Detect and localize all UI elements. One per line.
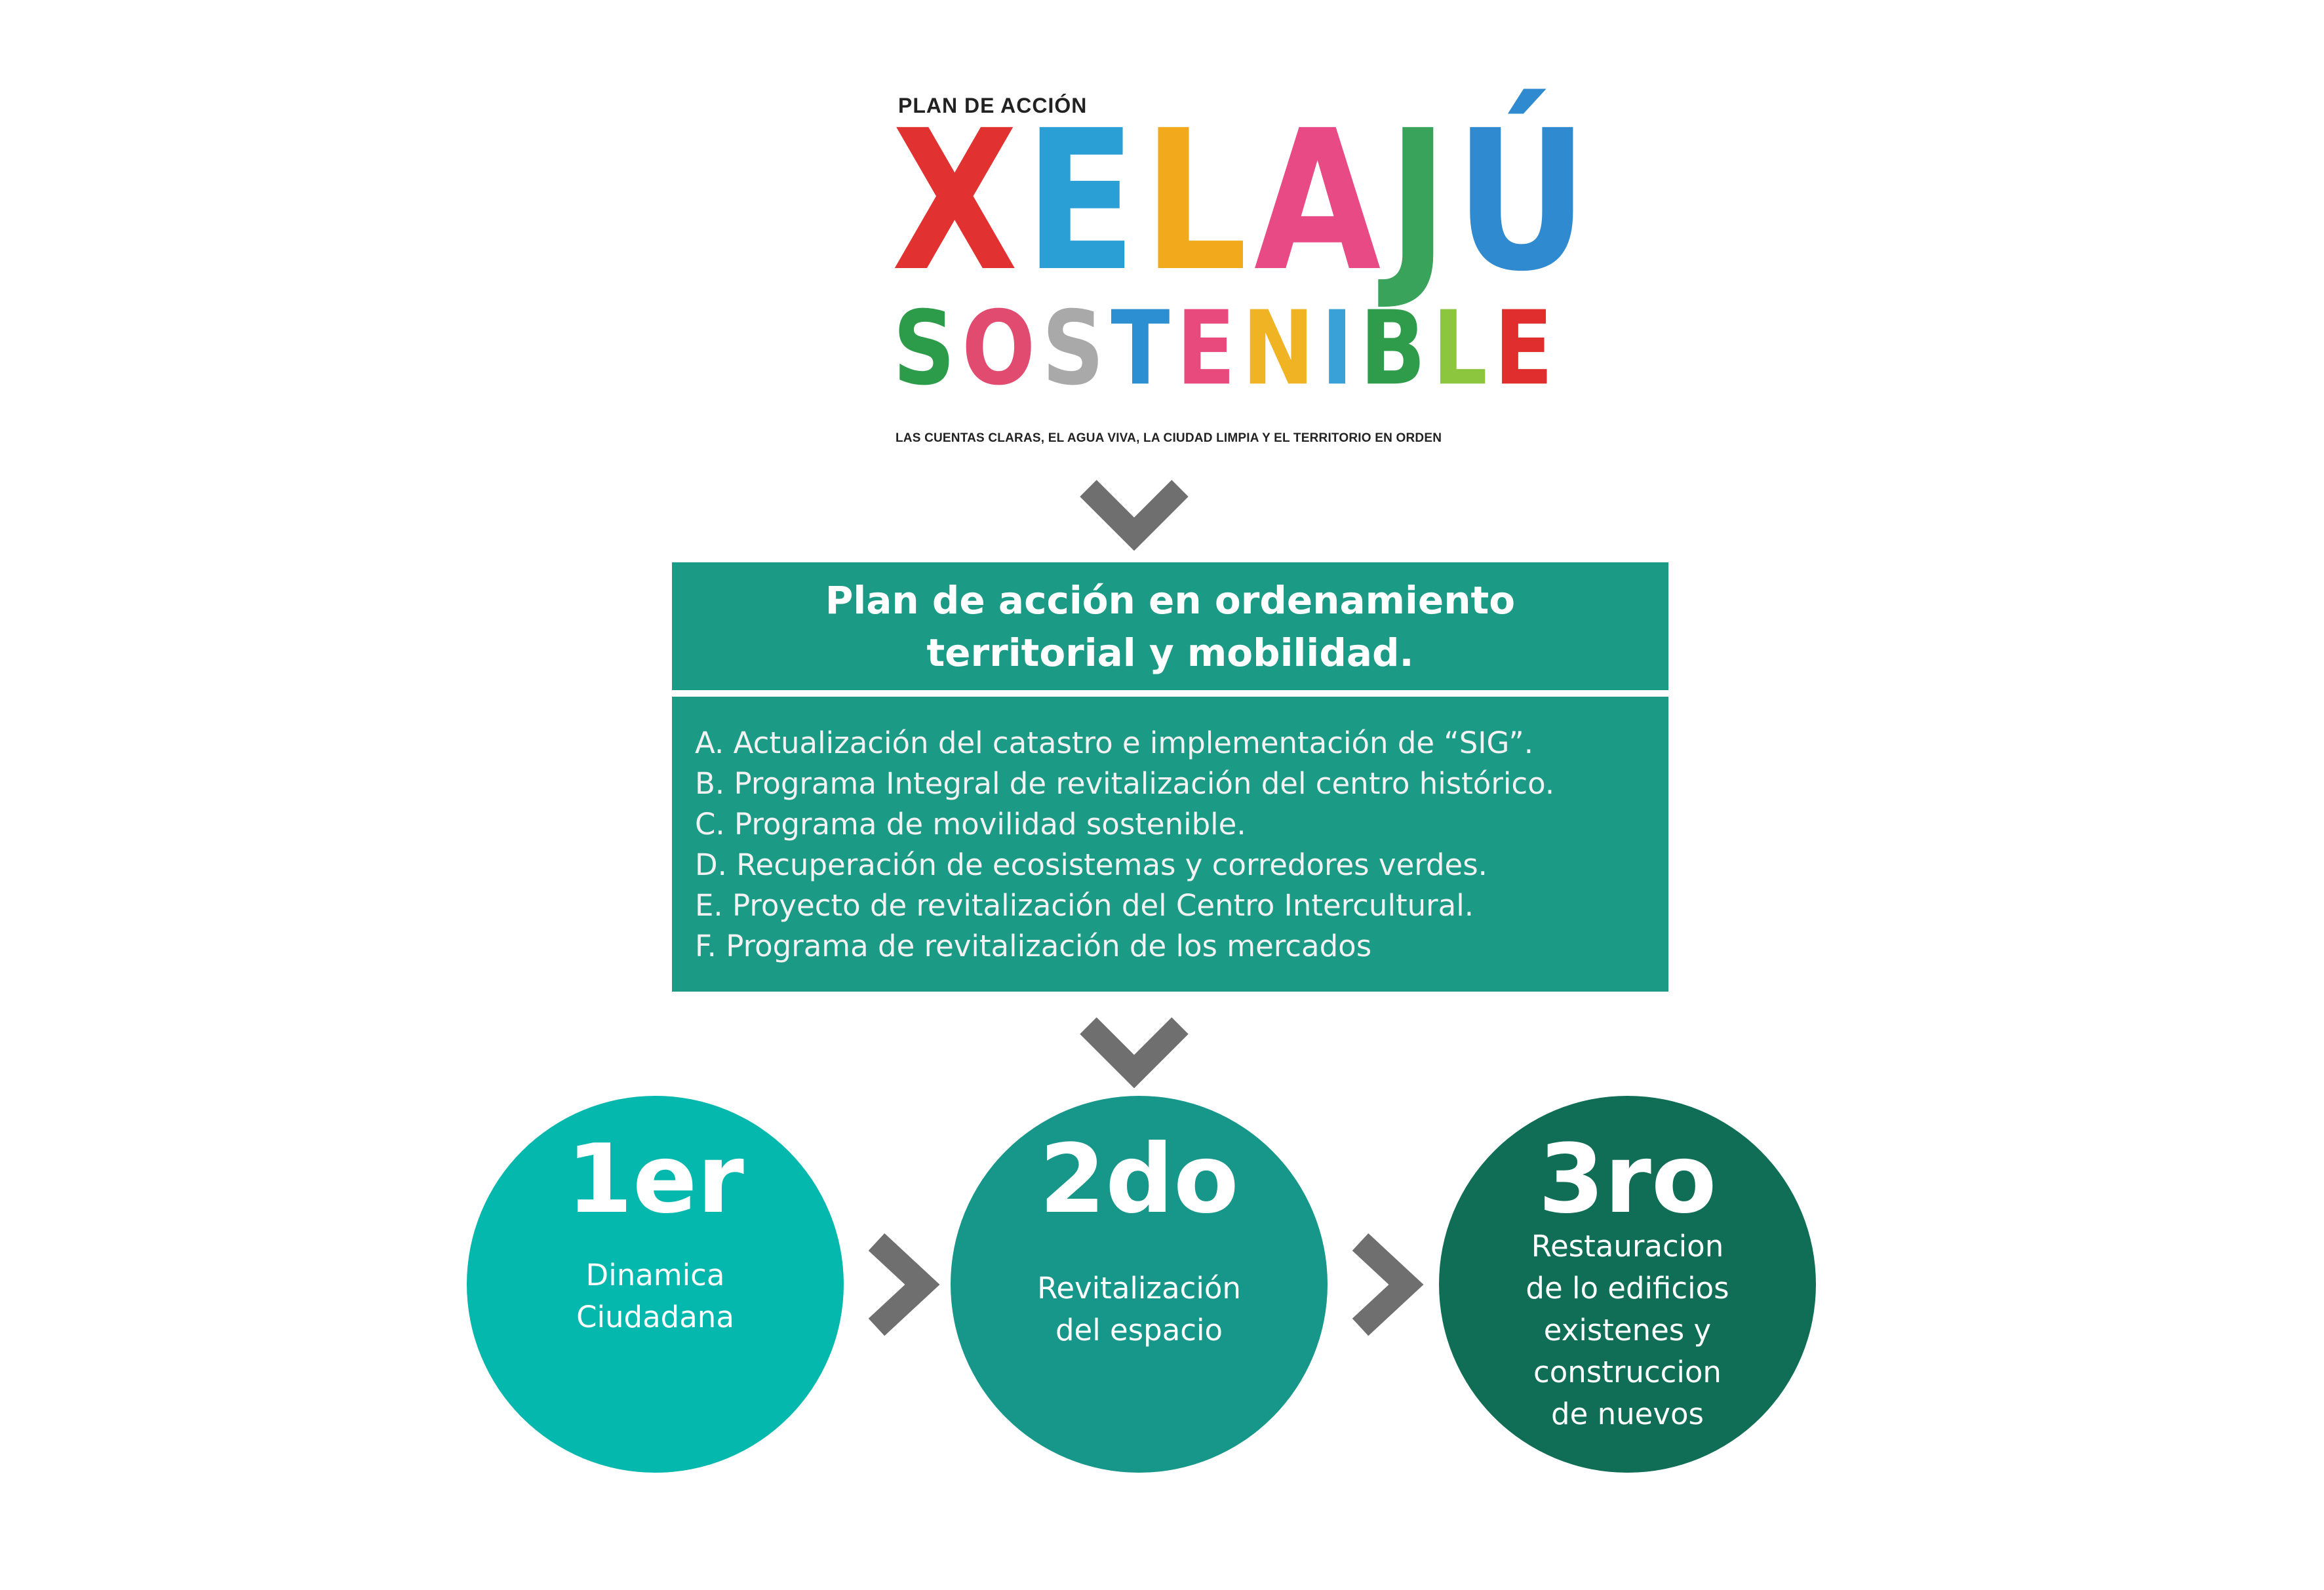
logo-letter: Ú: [1455, 88, 1588, 314]
logo-kicker: PLAN DE ACCIÓN: [898, 94, 1088, 117]
logo-letter: S: [893, 289, 956, 408]
list-item: E. Proyecto de revitalización del Centro…: [695, 888, 1474, 923]
step-number: 3ro: [1538, 1124, 1717, 1235]
logo-tagline: LAS CUENTAS CLARAS, EL AGUA VIVA, LA CIU…: [896, 431, 1442, 445]
logo-letter: N: [1242, 289, 1315, 408]
step-description: Dinamica Ciudadana: [576, 1258, 734, 1334]
logo-title-sostenible: S O S T E N I B L E: [893, 298, 1553, 400]
logo-letter: L: [1432, 289, 1487, 408]
step-3-circle: 3ro Restauracion de lo edificios existen…: [1439, 1096, 1816, 1473]
step-number: 1er: [566, 1124, 744, 1235]
logo-letter: X: [892, 88, 1018, 314]
logo-letter: J: [1387, 88, 1449, 314]
step-description: Revitalización del espacio: [1037, 1271, 1241, 1348]
step-number: 2do: [1039, 1124, 1239, 1235]
logo-letter: E: [1493, 289, 1554, 408]
logo-letter: B: [1360, 289, 1426, 408]
plan-items-list: A. Actualización del catastro e implemen…: [672, 697, 1668, 992]
step-2-circle: 2do Revitalización del espacio: [951, 1096, 1328, 1473]
chevron-down-icon: [1080, 1017, 1189, 1088]
logo-letter: T: [1111, 289, 1170, 408]
list-item: F. Programa de revitalización de los mer…: [695, 929, 1372, 963]
plan-title: Plan de acción en ordenamiento territori…: [672, 562, 1668, 690]
logo-letter: L: [1143, 88, 1248, 314]
logo-letter: E: [1176, 289, 1236, 408]
logo-letter: S: [1042, 289, 1105, 408]
logo-title-xelaju: X E L A J Ú: [892, 104, 1588, 298]
plan-title-line: Plan de acción en ordenamiento: [825, 577, 1516, 623]
list-item: D. Recuperación de ecosistemas y corredo…: [695, 847, 1487, 882]
step-description: Restauracion de lo edificios existenes y…: [1526, 1229, 1729, 1431]
chevron-right-icon: [1352, 1233, 1424, 1336]
plan-title-line: territorial y mobilidad.: [926, 630, 1414, 675]
logo-letter: O: [962, 289, 1036, 408]
logo-letter: E: [1024, 88, 1137, 314]
list-item: B. Programa Integral de revitalización d…: [695, 766, 1555, 801]
chevron-right-icon: [868, 1233, 940, 1336]
chevron-down-icon: [1080, 480, 1189, 551]
step-1-circle: 1er Dinamica Ciudadana: [467, 1096, 844, 1473]
list-item: C. Programa de movilidad sostenible.: [695, 807, 1246, 842]
list-item: A. Actualización del catastro e implemen…: [695, 726, 1534, 760]
logo-letter: I: [1321, 289, 1354, 408]
logo-letter: A: [1253, 88, 1381, 314]
